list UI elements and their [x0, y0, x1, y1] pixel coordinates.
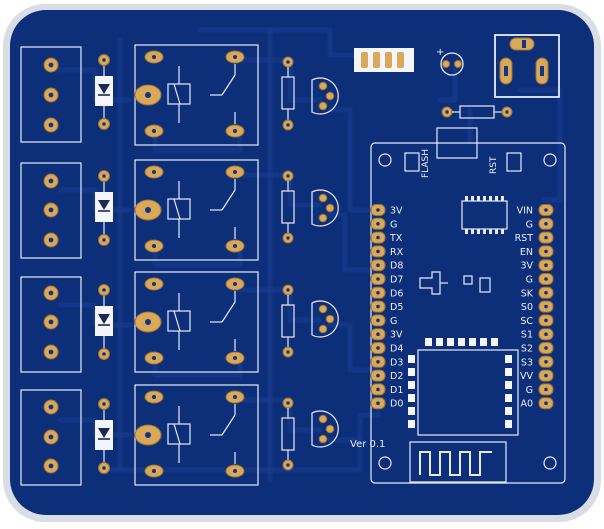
- right-pin-hole: [544, 401, 548, 406]
- nodemcu-module: FLASH RST: [350, 127, 566, 484]
- left-pin-hole: [376, 318, 380, 323]
- right-pin-label: S0: [521, 302, 533, 313]
- left-pin-label: TX: [389, 233, 403, 244]
- right-pin-hole: [544, 332, 548, 337]
- voltage-regulator: [419, 271, 448, 295]
- left-pin-hole: [376, 235, 380, 240]
- usb-serial-chip: [461, 196, 508, 234]
- capacitor-icon: +: [436, 47, 464, 76]
- transistor-icon: [311, 300, 339, 338]
- resistor-icon: [281, 170, 295, 244]
- relay-icon: [134, 271, 259, 373]
- left-pin-hole: [376, 346, 380, 350]
- left-pin-label: D3: [390, 357, 403, 368]
- screw-terminal-icon: [20, 46, 82, 143]
- left-pin-hole: [376, 222, 380, 226]
- right-pin-label: G: [526, 275, 533, 286]
- left-pin-label: 3V: [390, 206, 403, 217]
- left-pin-label: G: [390, 219, 397, 230]
- left-pin-hole: [376, 304, 380, 309]
- diode-icon: [95, 170, 113, 246]
- left-pin-hole: [376, 249, 380, 254]
- left-pin-label: D5: [390, 302, 403, 313]
- right-pin-hole: [544, 208, 548, 212]
- transistor-icon: [311, 77, 339, 115]
- left-pin-label: D7: [390, 275, 403, 286]
- right-pin-hole: [544, 346, 548, 350]
- left-pin-hole: [376, 208, 380, 212]
- left-pin-hole: [376, 263, 380, 268]
- right-pin-label: A0: [520, 399, 533, 410]
- left-pin-hole: [376, 387, 380, 392]
- screw-terminal-icon: [20, 389, 82, 486]
- screw-terminal-icon: [20, 162, 82, 259]
- left-pin-hole: [376, 291, 380, 295]
- right-pin-label: S2: [521, 344, 533, 355]
- esp-chip: [408, 338, 519, 436]
- right-pin-label: EN: [520, 247, 533, 258]
- right-pin-label: G: [526, 219, 533, 230]
- transistor-icon: [311, 410, 339, 448]
- resistor-icon: [281, 284, 295, 358]
- right-pin-label: SC: [520, 316, 533, 327]
- dc-jack-icon: [494, 34, 560, 98]
- right-pin-hole: [544, 235, 548, 240]
- diode-icon: [95, 54, 113, 130]
- right-pin-hole: [544, 263, 548, 268]
- resistor-icon: [281, 56, 295, 131]
- left-pin-label: G: [390, 316, 397, 327]
- flash-label: FLASH: [421, 149, 431, 178]
- right-pin-label: S1: [521, 330, 533, 341]
- rst-label: RST: [489, 156, 499, 174]
- version-label: Ver 0.1: [350, 439, 385, 450]
- antenna-icon: [409, 441, 507, 483]
- rst-button: RST: [489, 152, 522, 174]
- transistor-icon: [311, 189, 339, 227]
- left-pin-label: D6: [390, 288, 403, 299]
- resistor-icon: [281, 397, 295, 471]
- right-pin-label: S3: [521, 357, 533, 368]
- flash-button: FLASH: [404, 149, 431, 178]
- relay-icon: [134, 159, 259, 261]
- relay-icon: [134, 44, 259, 146]
- right-pin-label: 3V: [520, 261, 533, 272]
- left-pin-label: 3V: [390, 330, 403, 341]
- left-pin-hole: [376, 401, 380, 406]
- left-pin-hole: [376, 373, 380, 378]
- left-pin-label: D4: [390, 344, 403, 355]
- left-pin-hole: [376, 277, 380, 281]
- right-pin-hole: [544, 291, 548, 295]
- left-pin-hole: [376, 360, 380, 364]
- right-pin-label: RST: [515, 233, 534, 244]
- relay-icon: [134, 384, 259, 486]
- right-pin-label: SK: [521, 288, 534, 299]
- left-pin-label: D1: [390, 385, 403, 396]
- right-pin-hole: [544, 360, 548, 364]
- right-pin-hole: [544, 222, 548, 226]
- left-pin-hole: [376, 332, 380, 337]
- resistor-icon: [441, 105, 513, 119]
- diode-icon: [95, 284, 113, 360]
- right-pin-hole: [544, 304, 548, 309]
- right-pin-hole: [544, 387, 548, 392]
- right-pin-label: VV: [520, 371, 533, 382]
- right-pin-hole: [544, 277, 548, 281]
- right-pin-label: VIN: [517, 206, 533, 217]
- right-pin-hole: [544, 318, 548, 323]
- diode-icon: [95, 398, 113, 474]
- pin-header-icon: [354, 48, 414, 72]
- capacitor-polarity-label: +: [436, 47, 444, 58]
- screw-terminal-icon: [20, 276, 82, 373]
- left-pin-label: D0: [390, 399, 403, 410]
- right-pin-hole: [544, 373, 548, 378]
- right-pin-label: G: [526, 385, 533, 396]
- left-pin-label: D2: [390, 371, 403, 382]
- left-pin-label: D8: [390, 261, 403, 272]
- left-pin-label: RX: [390, 247, 404, 258]
- right-pin-hole: [544, 249, 548, 254]
